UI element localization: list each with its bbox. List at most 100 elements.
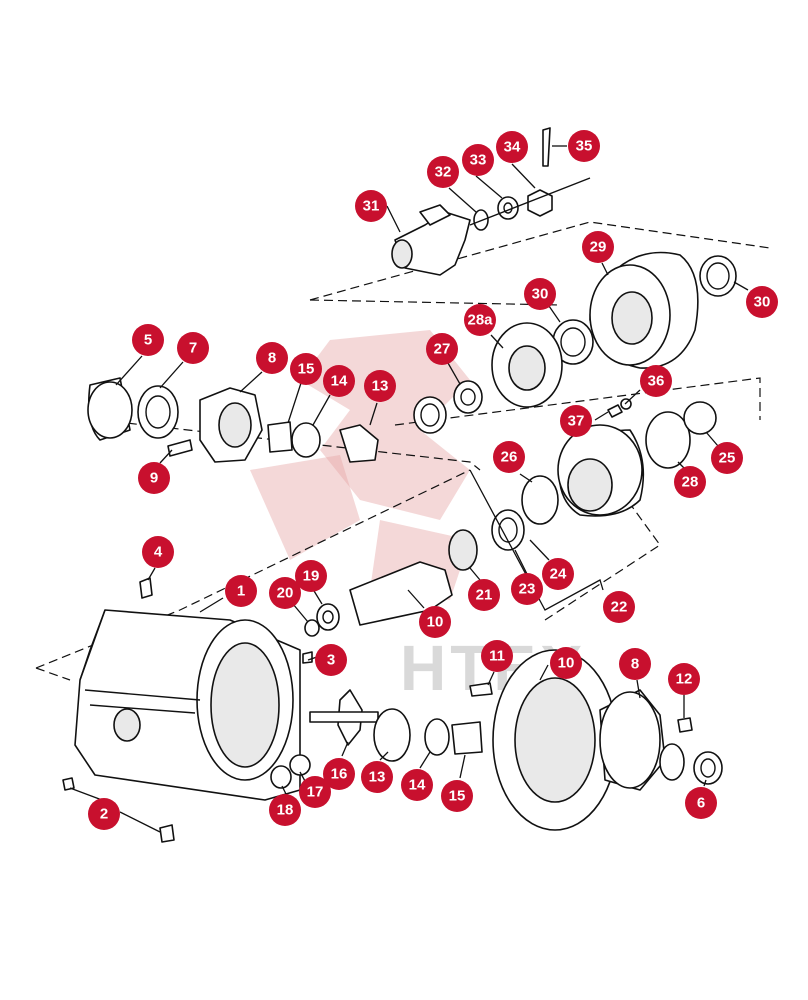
callout-8-bottom: 8 (619, 648, 651, 680)
svg-text:20: 20 (277, 585, 294, 602)
svg-text:15: 15 (298, 361, 315, 378)
svg-text:13: 13 (372, 378, 389, 395)
callout-16: 16 (323, 758, 355, 790)
svg-text:30: 30 (754, 294, 771, 311)
svg-text:6: 6 (697, 795, 705, 812)
svg-text:13: 13 (369, 769, 386, 786)
svg-text:22: 22 (611, 599, 628, 616)
svg-text:14: 14 (331, 373, 348, 390)
callout-15-top: 15 (290, 353, 322, 385)
callout-27: 27 (426, 333, 458, 365)
callout-19: 19 (295, 560, 327, 592)
callout-18: 18 (269, 794, 301, 826)
svg-text:17: 17 (307, 784, 324, 801)
leader-lines (69, 145, 749, 833)
svg-text:23: 23 (519, 581, 536, 598)
callout-25: 25 (711, 442, 743, 474)
callout-22: 22 (603, 591, 635, 623)
callout-13-bottom: 13 (361, 761, 393, 793)
svg-text:3: 3 (327, 652, 335, 669)
svg-text:9: 9 (150, 470, 158, 487)
svg-text:16: 16 (331, 766, 348, 783)
callout-36: 36 (640, 365, 672, 397)
svg-text:27: 27 (434, 341, 451, 358)
callout-12: 12 (668, 663, 700, 695)
callout-32: 32 (427, 156, 459, 188)
callout-24: 24 (542, 558, 574, 590)
svg-text:31: 31 (363, 198, 380, 215)
callout-30-right: 30 (746, 286, 778, 318)
callout-8-top: 8 (256, 342, 288, 374)
callout-14-bottom: 14 (401, 769, 433, 801)
callout-28a: 28a (464, 304, 496, 336)
callout-15-bottom: 15 (441, 780, 473, 812)
callout-9: 9 (138, 462, 170, 494)
svg-text:1: 1 (237, 583, 245, 600)
svg-text:28: 28 (682, 474, 699, 491)
callout-34: 34 (496, 131, 528, 163)
svg-text:32: 32 (435, 164, 452, 181)
pinion-flange-group (391, 127, 591, 276)
svg-text:28a: 28a (467, 312, 493, 329)
callout-14-top: 14 (323, 365, 355, 397)
callout-10-ring: 10 (550, 647, 582, 679)
callout-35: 35 (568, 130, 600, 162)
callout-21: 21 (468, 579, 500, 611)
callouts: 35 34 33 32 31 29 30 30 28a 27 5 7 8 15 … (88, 130, 778, 830)
svg-text:14: 14 (409, 777, 426, 794)
callout-3: 3 (315, 644, 347, 676)
svg-text:26: 26 (501, 449, 518, 466)
callout-17: 17 (299, 776, 331, 808)
callout-23: 23 (511, 573, 543, 605)
svg-text:35: 35 (576, 138, 593, 155)
svg-text:36: 36 (648, 373, 665, 390)
svg-text:2: 2 (100, 806, 108, 823)
callout-20: 20 (269, 577, 301, 609)
svg-text:34: 34 (504, 139, 521, 156)
callout-30-left: 30 (524, 278, 556, 310)
svg-text:19: 19 (303, 568, 320, 585)
callout-1: 1 (225, 575, 257, 607)
svg-text:4: 4 (154, 544, 163, 561)
callout-37: 37 (560, 405, 592, 437)
svg-text:25: 25 (719, 450, 736, 467)
svg-text:30: 30 (532, 286, 549, 303)
guide-lines (35, 221, 771, 681)
callout-4: 4 (142, 536, 174, 568)
callout-5: 5 (132, 324, 164, 356)
svg-text:15: 15 (449, 788, 466, 805)
callout-6: 6 (685, 787, 717, 819)
callout-33: 33 (462, 144, 494, 176)
spider-gear-group (270, 651, 493, 789)
svg-text:11: 11 (489, 648, 505, 665)
callout-26: 26 (493, 441, 525, 473)
callout-28: 28 (674, 466, 706, 498)
main-housing (62, 577, 301, 843)
callout-13-top: 13 (364, 370, 396, 402)
callout-29: 29 (582, 231, 614, 263)
svg-text:18: 18 (277, 802, 294, 819)
svg-text:7: 7 (189, 340, 197, 357)
svg-text:8: 8 (268, 350, 276, 367)
callout-31: 31 (355, 190, 387, 222)
svg-text:33: 33 (470, 152, 487, 169)
svg-text:10: 10 (427, 614, 444, 631)
svg-text:37: 37 (568, 413, 585, 430)
differential-left-group (87, 377, 379, 463)
ring-gear-group (492, 649, 723, 831)
callout-11: 11 (481, 640, 513, 672)
svg-text:29: 29 (590, 239, 607, 256)
svg-text:5: 5 (144, 332, 152, 349)
drum-group (552, 251, 737, 369)
callout-2: 2 (88, 798, 120, 830)
bearing-housing-group (413, 322, 563, 434)
svg-text:10: 10 (558, 655, 575, 672)
carrier-bearing-group (491, 398, 717, 551)
svg-text:12: 12 (676, 671, 693, 688)
svg-text:24: 24 (550, 566, 567, 583)
callout-7: 7 (177, 332, 209, 364)
svg-text:21: 21 (476, 587, 493, 604)
svg-text:8: 8 (631, 656, 639, 673)
callout-10-pinion: 10 (419, 606, 451, 638)
